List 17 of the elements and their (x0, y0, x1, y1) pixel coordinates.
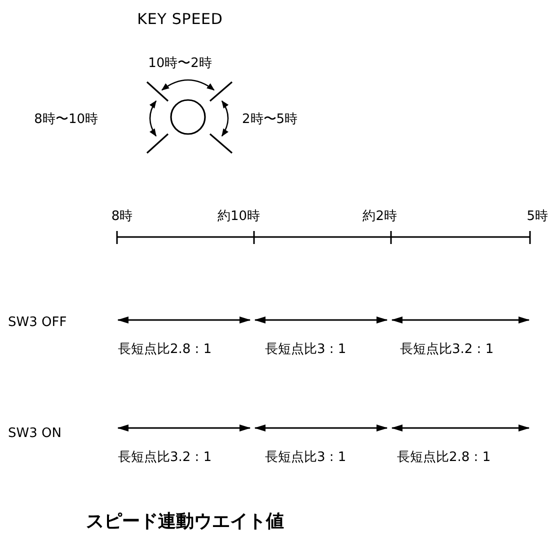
range-label: 10時〜2時 (148, 55, 212, 73)
range-label: 長短点比2.8 : 1 (397, 449, 491, 467)
range-label: 8時 (111, 208, 133, 226)
range-label: 長短点比3.2 : 1 (400, 341, 494, 359)
range-label: 長短点比2.8 : 1 (118, 341, 212, 359)
range-label: 長短点比3 : 1 (265, 341, 346, 359)
range-label: 5時 (526, 208, 548, 226)
range-label: SW3 OFF (8, 314, 67, 332)
range-label: 長短点比3.2 : 1 (118, 449, 212, 467)
range-label: 2時〜5時 (242, 111, 298, 129)
caption: スピード連動ウエイト値 (86, 510, 284, 534)
title: KEY SPEED (136, 9, 224, 30)
range-label: 約2時 (362, 208, 397, 226)
range-label: 約10時 (217, 208, 260, 226)
range-label: SW3 ON (8, 425, 62, 443)
range-label: 8時〜10時 (34, 111, 98, 129)
range-label: 長短点比3 : 1 (265, 449, 346, 467)
